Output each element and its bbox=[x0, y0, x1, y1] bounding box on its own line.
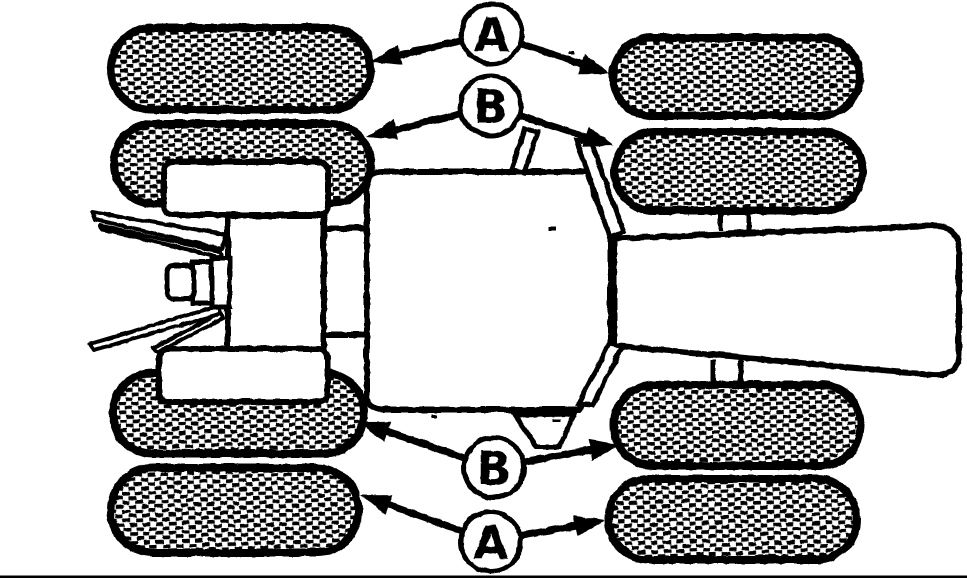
callout-b-top-right-arrow bbox=[518, 111, 595, 142]
cab bbox=[363, 168, 613, 412]
rear-left-outer-tire bbox=[106, 23, 374, 113]
callout-b-top-circle bbox=[457, 72, 523, 138]
callout-b-bottom-left-arrow bbox=[376, 424, 465, 461]
front-left-inner-tire bbox=[610, 127, 866, 214]
hitch-arm-lower-b bbox=[150, 310, 224, 353]
callout-b-bottom-right-arrow bbox=[523, 444, 599, 465]
callout-b-bottom-right-arrowhead bbox=[587, 438, 619, 460]
callout-b-top-right-arrowhead bbox=[581, 125, 613, 146]
callout-a-bottom-letter: A bbox=[472, 515, 508, 569]
callout-a-top-circle bbox=[458, 0, 524, 66]
cab-pillar-stripe-top bbox=[507, 125, 541, 175]
rear-right-outer-tire bbox=[106, 463, 362, 556]
center-frame bbox=[224, 212, 326, 353]
scan-speck bbox=[552, 418, 560, 421]
rear-fender-left bbox=[160, 158, 330, 217]
cab-connector bbox=[320, 225, 370, 337]
callout-a-top: A bbox=[370, 0, 609, 74]
hitch-arm-upper-a bbox=[89, 209, 227, 250]
front-axle-stub-right bbox=[709, 359, 743, 381]
hood bbox=[610, 221, 961, 378]
callout-a-top-left-arrow bbox=[389, 36, 461, 60]
callout-a-bottom-left-arrowhead bbox=[360, 494, 392, 514]
callout-a-top-left-arrowhead bbox=[370, 44, 402, 65]
rear-fender-right bbox=[155, 345, 330, 404]
callout-a-top-letter: A bbox=[473, 7, 509, 61]
tires bbox=[106, 23, 866, 563]
scan-artifact-line bbox=[0, 575, 967, 578]
scan-speck bbox=[549, 227, 556, 231]
callout-b-top: B bbox=[366, 72, 613, 146]
cab-pillar-band-bottom bbox=[574, 340, 626, 407]
callout-b-bottom-left-arrowhead bbox=[358, 420, 390, 441]
callout-b-bottom-circle bbox=[460, 434, 526, 500]
front-right-inner-tire bbox=[609, 380, 864, 469]
callout-b-top-left-arrowhead bbox=[366, 118, 398, 139]
callout-a-bottom-right-arrowhead bbox=[572, 515, 604, 536]
callout-b-bottom-letter: B bbox=[475, 441, 510, 495]
callout-a-bottom-circle bbox=[457, 508, 523, 574]
callout-b-top-left-arrow bbox=[385, 109, 460, 135]
hitch-bracket-small bbox=[163, 262, 196, 301]
drawing: A B B A bbox=[87, 0, 961, 574]
callout-a-bottom: A bbox=[360, 494, 604, 574]
callout-a-top-right-arrowhead bbox=[577, 53, 609, 74]
callout-a-bottom-right-arrow bbox=[520, 520, 584, 539]
callouts: A B B A bbox=[358, 0, 619, 574]
cab-window-bottom bbox=[509, 410, 577, 449]
callout-a-top-right-arrow bbox=[519, 39, 591, 70]
scan-speck bbox=[568, 50, 573, 53]
callout-b-bottom: B bbox=[358, 420, 619, 500]
front-left-outer-tire bbox=[608, 33, 863, 119]
hitch-bracket-mid bbox=[208, 255, 232, 309]
callout-a-bottom-left-arrow bbox=[378, 497, 462, 534]
scan-specks bbox=[431, 50, 573, 421]
scan-speck bbox=[431, 414, 436, 417]
callout-b-top-letter: B bbox=[472, 79, 507, 133]
front-axle-stub-left bbox=[717, 207, 751, 230]
front-right-outer-tire bbox=[604, 474, 860, 563]
